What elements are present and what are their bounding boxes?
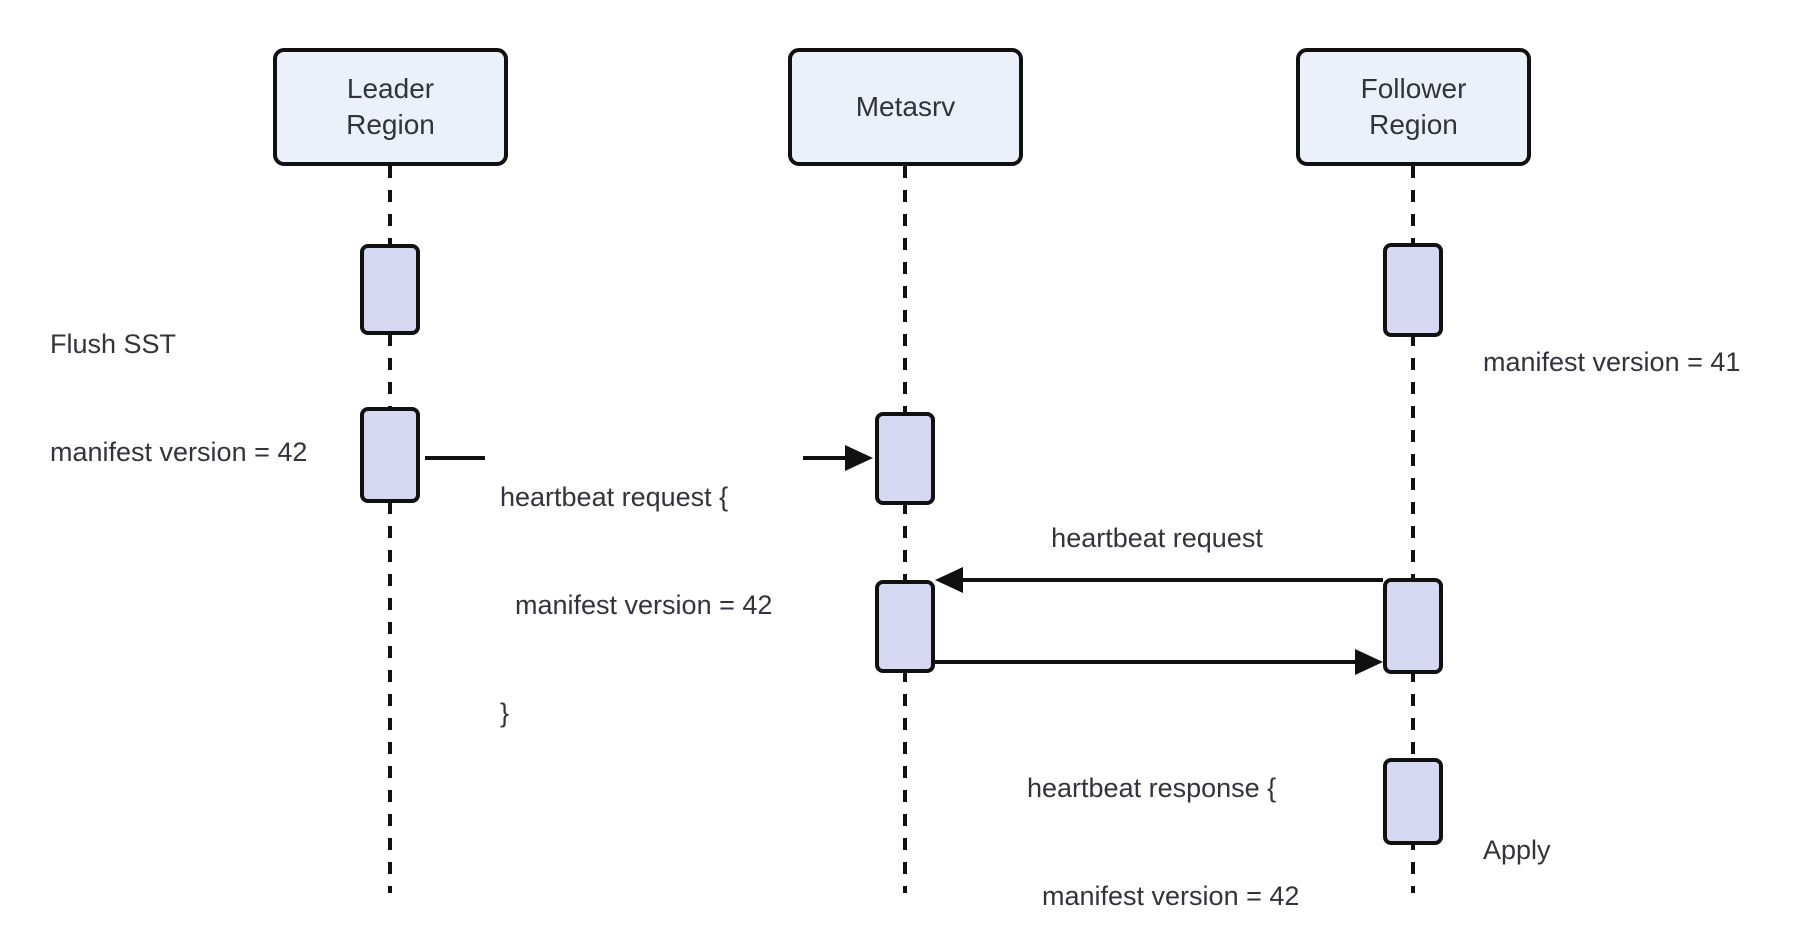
activation-leader-heartbeat	[360, 407, 420, 503]
note-flush-sst: Flush SST manifest version = 42	[50, 254, 307, 542]
note-line: Flush SST	[50, 329, 177, 359]
note-line: Apply	[1483, 835, 1551, 865]
participant-metasrv: Metasrv	[788, 48, 1023, 166]
participant-label-line: Leader	[346, 73, 435, 104]
arrowhead-left-icon	[935, 567, 963, 593]
message-label-leader-heartbeat: heartbeat request { manifest version = 4…	[500, 407, 772, 803]
arrowhead-right-icon	[1355, 649, 1383, 675]
message-label-line: manifest version = 42	[500, 590, 773, 620]
message-line-follower-to-metasrv	[958, 578, 1383, 582]
activation-leader-flush	[360, 244, 420, 335]
note-apply-manifest: Apply manifest version = 42	[1483, 760, 1740, 936]
participant-follower-region: Follower Region	[1296, 48, 1531, 166]
activation-metasrv-follower-exchange	[875, 580, 935, 673]
note-manifest-version-41: manifest version = 41	[1483, 272, 1740, 452]
note-line: manifest version = 41	[1483, 347, 1741, 377]
message-label-heartbeat-response: heartbeat response { manifest version = …	[1027, 698, 1299, 936]
message-label-line: heartbeat request {	[500, 482, 729, 512]
activation-follower-heartbeat	[1383, 578, 1443, 674]
message-label-line: }	[500, 698, 510, 728]
arrowhead-right-icon	[845, 445, 873, 471]
message-line-metasrv-to-follower	[935, 660, 1360, 664]
activation-follower-version41	[1383, 243, 1443, 337]
participant-label-line: Region	[346, 109, 435, 140]
participant-label-line: Follower	[1360, 73, 1467, 104]
lifeline-follower-region	[1411, 166, 1415, 893]
activation-follower-apply	[1383, 758, 1443, 845]
lifeline-metasrv	[903, 166, 907, 893]
message-line-leader-to-metasrv	[425, 456, 485, 460]
participant-label-line: Region	[1369, 109, 1458, 140]
participant-leader-region: Leader Region	[273, 48, 508, 166]
message-label-follower-heartbeat: heartbeat request	[1051, 523, 1263, 553]
activation-metasrv-receive-leader	[875, 412, 935, 505]
participant-label-line: Metasrv	[855, 91, 956, 122]
lifeline-leader-region	[388, 166, 392, 893]
message-label-line: heartbeat response {	[1027, 773, 1277, 803]
message-line-leader-to-metasrv	[803, 456, 851, 460]
message-label-line: manifest version = 42	[1027, 881, 1300, 911]
note-line: manifest version = 42	[50, 437, 308, 467]
